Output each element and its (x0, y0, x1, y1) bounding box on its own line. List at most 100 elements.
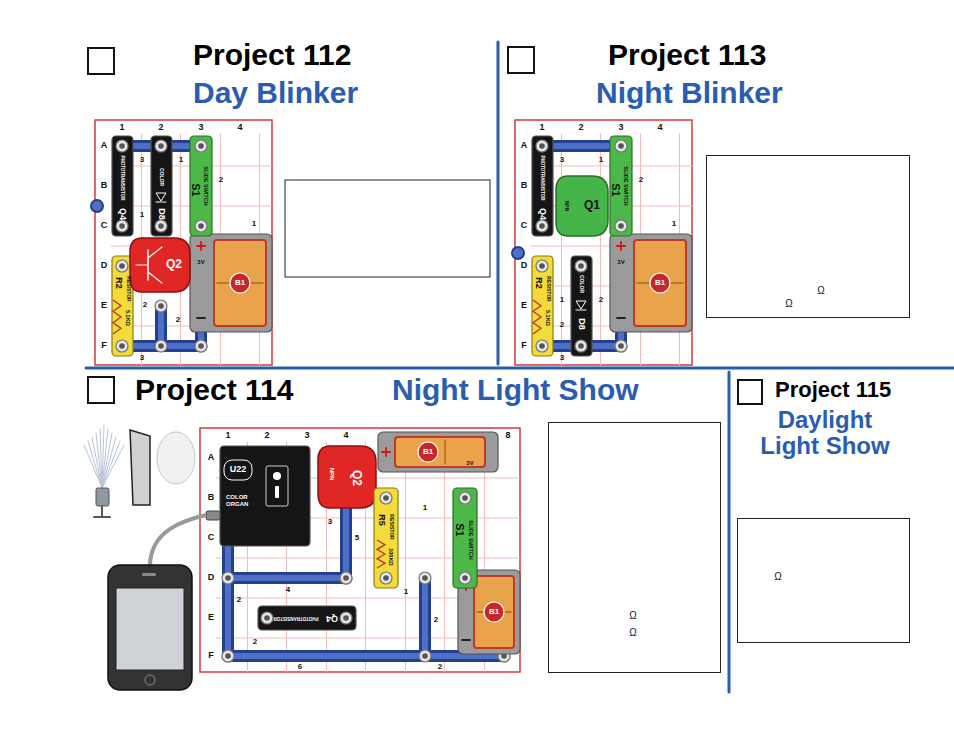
snap (380, 572, 392, 584)
resistor-symbol (113, 300, 121, 334)
snap-center (198, 143, 204, 149)
snap-level-number: 3 (140, 156, 144, 165)
audio-jack (206, 511, 220, 520)
divider-line (497, 42, 500, 364)
part-label: SLIDE SWITCH (468, 520, 474, 559)
transistor-part (130, 238, 190, 292)
part-label: COLOR (578, 275, 584, 293)
snap (536, 140, 548, 152)
snap-level-number: 2 (599, 296, 603, 305)
blue-wire (542, 340, 621, 352)
snap-center (198, 343, 204, 349)
grid-coordinate: E (101, 301, 107, 311)
lamp-stand (101, 506, 103, 516)
snap (340, 572, 352, 584)
blue-wire-face (122, 343, 201, 349)
snap (615, 140, 627, 152)
resistor-part: R5RESISTOR100KΩ (374, 488, 398, 588)
transistor-part: Q2 (130, 238, 190, 292)
part-label: PHOTOTRANSISTOR (120, 155, 125, 200)
part-label: B1 (235, 279, 245, 288)
part-label: NPN (563, 201, 569, 212)
note-box: ΩΩ (706, 155, 910, 318)
transistor-symbol (148, 247, 162, 258)
snap-center (198, 143, 204, 149)
plus-sign (385, 448, 387, 456)
transistor-part: Q1NPN (556, 176, 608, 236)
grid-coordinate: A (521, 141, 528, 151)
project-number: Project 115 (775, 378, 891, 402)
battery-holder (378, 432, 498, 472)
part-label: COLOR ORGAN (226, 494, 260, 507)
grid-coordinate: 3 (304, 431, 309, 441)
transistor-part (318, 446, 376, 508)
base-grid (200, 428, 520, 672)
grid-coordinate: A (208, 453, 215, 463)
switch-part: S1SLIDE SWITCH (190, 136, 212, 236)
wire-end (91, 200, 103, 212)
organ-icon (275, 486, 279, 498)
battery-cells (474, 576, 514, 648)
part-label: Q2 (166, 258, 182, 271)
switch-part (610, 136, 632, 236)
divider-line (86, 367, 954, 370)
snap-level-number: 3 (560, 156, 564, 165)
part-label: Q4 (117, 208, 127, 220)
part-label: Q4 (326, 613, 338, 623)
part-label: RESISTOR (545, 276, 551, 301)
snap-center (119, 343, 125, 349)
battery-part: B13V (190, 234, 272, 332)
snap-level-number: 2 (560, 321, 564, 330)
switch-part (190, 136, 212, 236)
snap (380, 492, 392, 504)
organ-icon (273, 472, 281, 480)
snap-center (119, 263, 125, 269)
grid-coordinate: 4 (237, 123, 242, 133)
transistor-symbol (136, 264, 148, 265)
part-label: R5 (376, 514, 386, 526)
phone-speaker (142, 573, 156, 576)
color-organ-part (220, 446, 310, 546)
snap-center (225, 653, 231, 659)
blue-wire-face (225, 538, 231, 656)
checkbox (88, 48, 114, 74)
blue-wire-face (228, 575, 346, 581)
phototransistor-part: Q4PHOTOTRANSISTOR (258, 606, 356, 630)
part-label: RESISTOR (125, 276, 131, 301)
battery-cells (634, 240, 686, 326)
part-label: R2 (113, 277, 123, 289)
snap-center (539, 343, 545, 349)
ohm-symbol: Ω (629, 610, 636, 621)
cell-divider (444, 440, 446, 464)
phone-screen (116, 588, 184, 670)
switch-part (453, 488, 477, 588)
battery-badge (650, 273, 670, 293)
snap-center (158, 303, 164, 309)
part-label: Q2 (349, 470, 362, 486)
snap (155, 300, 167, 312)
snap-center (539, 343, 545, 349)
snap-level-number: 2 (639, 176, 643, 185)
snap (536, 260, 548, 272)
minus-sign (197, 317, 205, 319)
grid-coordinate: B (101, 181, 108, 191)
battery-cells (395, 437, 485, 467)
grid-coordinate: A (101, 141, 108, 151)
snap (419, 650, 431, 662)
egg (157, 432, 195, 484)
transistor-part (556, 176, 608, 236)
snap-level-number: 5 (355, 534, 359, 543)
grid-coordinate: 1 (539, 123, 544, 133)
snap (195, 340, 207, 352)
blue-wire (228, 572, 346, 584)
snap-level-number: 1 (140, 211, 144, 220)
snap (575, 260, 587, 272)
battery-holder (458, 570, 520, 654)
minus-sign (617, 317, 625, 319)
grid-coordinate: 3 (198, 123, 203, 133)
resistor-part (532, 256, 553, 356)
resistor-symbol (377, 540, 385, 568)
led-part: D8COLOR (151, 136, 172, 236)
switch-part: S1SLIDE SWITCH (610, 136, 632, 236)
